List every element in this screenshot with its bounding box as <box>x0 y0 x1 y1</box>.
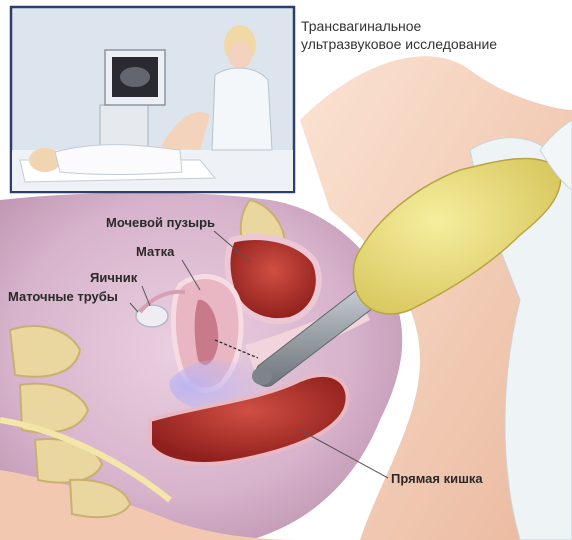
label-fallopian-tubes: Маточные трубы <box>8 289 118 304</box>
label-ovary: Яичник <box>90 270 137 285</box>
title-line-1: Трансвагинальное <box>301 18 421 34</box>
title-line-2: ультразвуковое исследование <box>301 36 497 52</box>
label-uterus: Матка <box>136 244 174 259</box>
label-bladder: Мочевой пузырь <box>106 215 215 230</box>
label-rectum: Прямая кишка <box>391 471 483 486</box>
inset-procedure-scene <box>11 7 294 192</box>
